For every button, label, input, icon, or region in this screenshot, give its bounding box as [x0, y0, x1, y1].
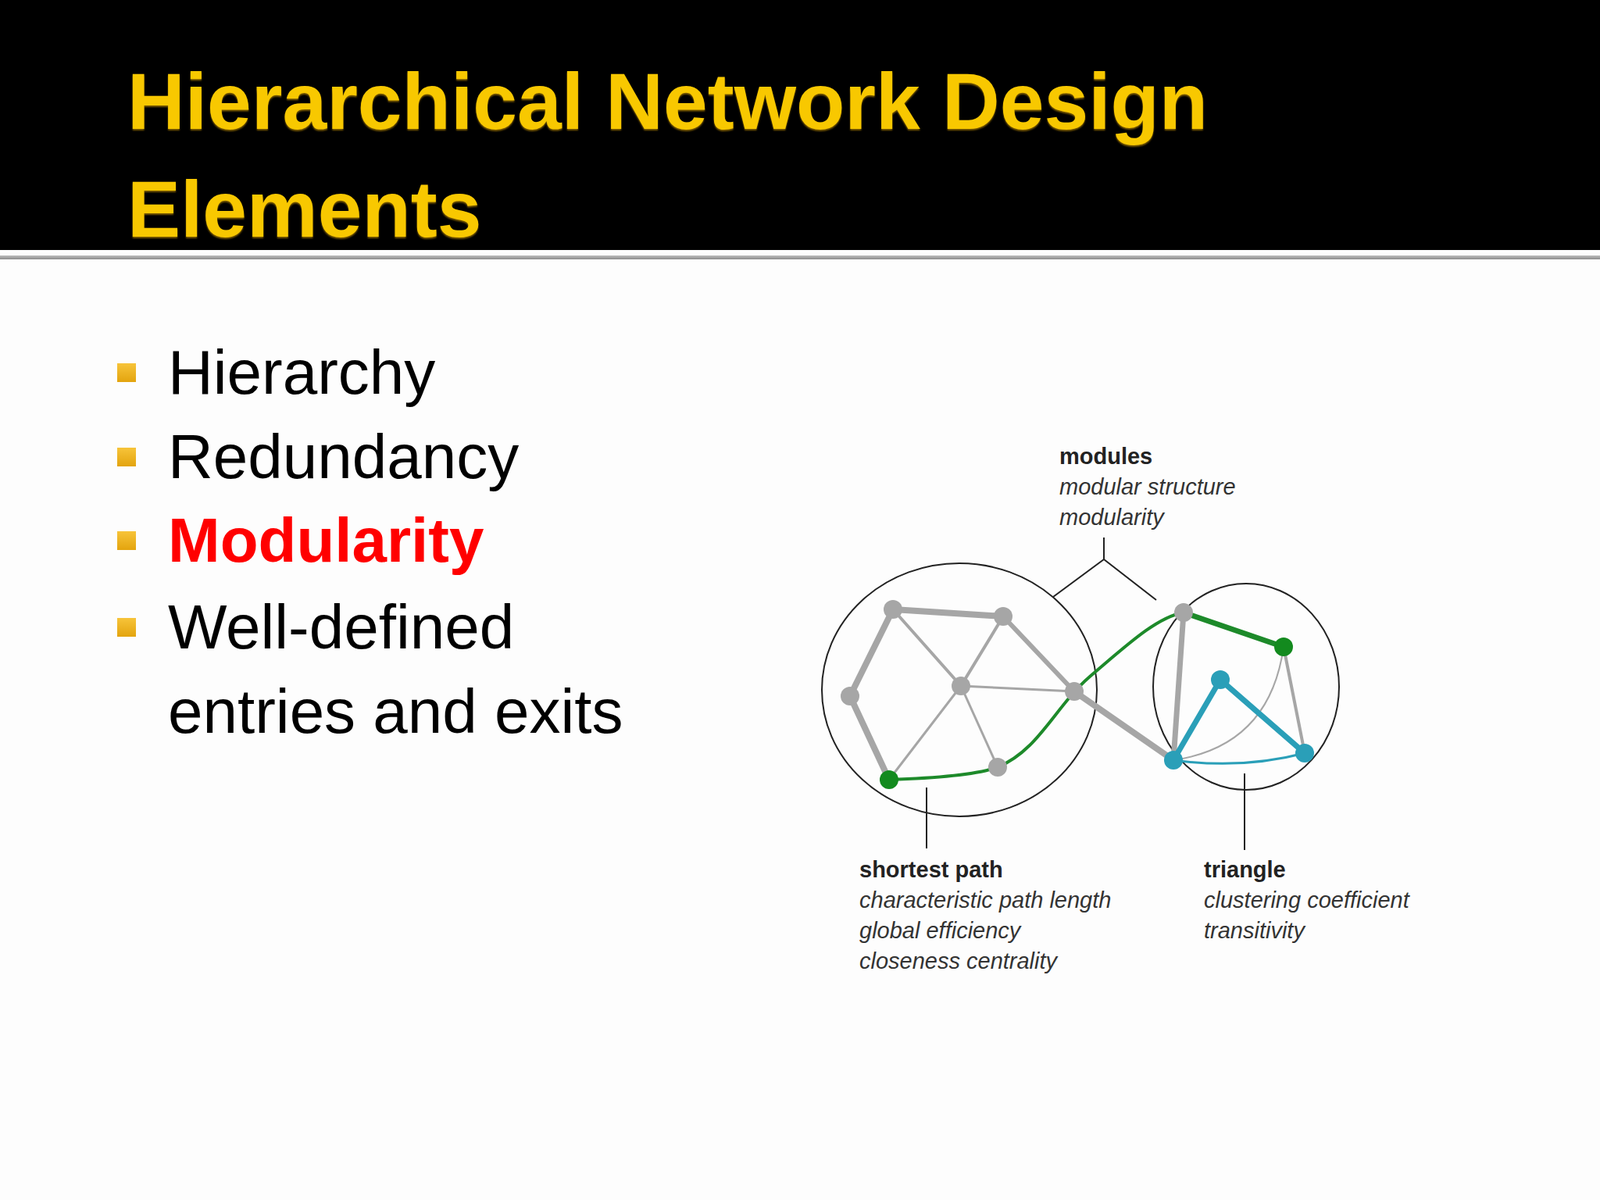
- vertex: [1274, 637, 1293, 657]
- vertex: [951, 676, 971, 696]
- link: [892, 609, 961, 686]
- shortest-path: [1183, 612, 1284, 647]
- vertex: [1210, 670, 1230, 690]
- vertex: [883, 600, 903, 619]
- bullet-item: Modularity: [167, 498, 484, 583]
- vertex: [1164, 750, 1183, 770]
- leader-line: [1243, 773, 1246, 850]
- vertex: [840, 686, 860, 706]
- leader-line: [1103, 537, 1105, 560]
- gray-vertices: [840, 600, 1193, 777]
- vertex: [1174, 603, 1193, 622]
- callout-heading: triangle: [1203, 854, 1286, 885]
- bullet-square: [117, 617, 136, 637]
- vertex: [988, 757, 1008, 777]
- leader-line: [925, 787, 928, 849]
- bracket: [1053, 559, 1157, 600]
- green-vertices: [879, 637, 1293, 790]
- slide-title: Hierarchical Network Design Elements: [127, 47, 1456, 264]
- link: [1173, 612, 1184, 761]
- leader-lines: [926, 537, 1245, 850]
- bullet-item: Well-defined entries and exits: [167, 585, 684, 754]
- vertex: [1295, 743, 1315, 763]
- callout-heading: shortest path: [859, 854, 1004, 885]
- vertex: [1064, 682, 1084, 701]
- gray-links: [850, 609, 1305, 780]
- callout-term: modular structure: [1059, 471, 1236, 502]
- link: [1220, 679, 1305, 754]
- bullet-square: [117, 447, 136, 467]
- bullet-item: Redundancy: [167, 414, 519, 500]
- link: [960, 685, 998, 768]
- link: [850, 609, 893, 697]
- callout-term: characteristic path length: [859, 885, 1111, 915]
- module-outline: [1153, 583, 1340, 790]
- bullet-square: [117, 531, 136, 550]
- link: [1173, 753, 1305, 764]
- shortest-path: [889, 612, 1184, 780]
- callout-term: closeness centrality: [859, 946, 1058, 976]
- link: [960, 685, 1075, 692]
- blue-vertices: [1164, 670, 1315, 770]
- callout-term: clustering coefficient: [1203, 885, 1410, 915]
- link: [1003, 616, 1075, 692]
- callout-term: global efficiency: [859, 915, 1021, 946]
- link: [1173, 646, 1284, 761]
- link: [960, 616, 1004, 686]
- link: [1173, 679, 1221, 761]
- bullet-square: [117, 363, 136, 383]
- link: [850, 696, 890, 780]
- triangle-links: [1173, 679, 1305, 764]
- callout-term: transitivity: [1203, 915, 1305, 946]
- bullet-item: Hierarchy: [167, 330, 436, 415]
- vertex: [993, 607, 1013, 626]
- link: [1074, 691, 1174, 761]
- vertex: [879, 770, 899, 790]
- link: [889, 685, 961, 780]
- callout-term: modularity: [1059, 502, 1165, 533]
- link: [892, 609, 1004, 617]
- module-outline: [821, 563, 1097, 817]
- callout-heading: modules: [1059, 441, 1153, 472]
- header-rule: [0, 255, 1600, 260]
